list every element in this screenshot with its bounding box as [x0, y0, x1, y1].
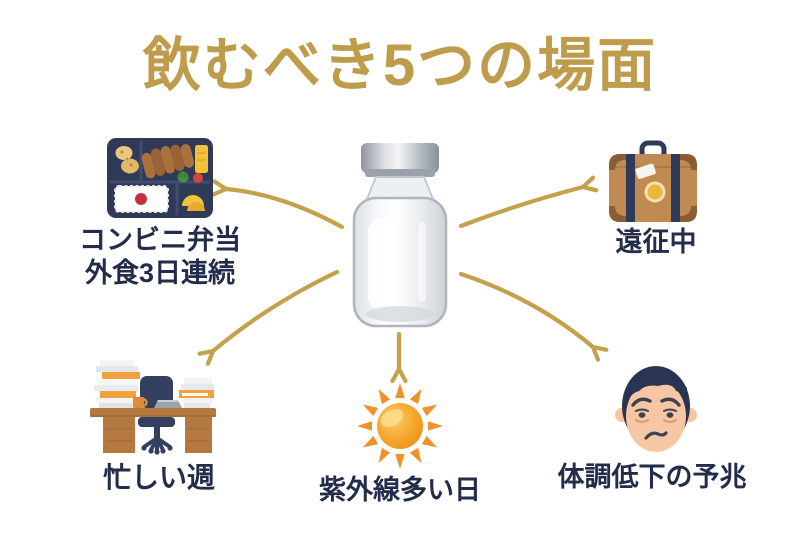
suitcase-graphic [609, 140, 697, 222]
bottle-graphic [352, 143, 448, 328]
label-convenience-bento: コンビニ弁当 外食3日連続 [30, 224, 290, 290]
fringe [626, 370, 687, 408]
mouth [644, 431, 668, 440]
page-title: 飲むべき5つの場面 [142, 33, 658, 98]
label-busy-week: 忙しい週 [102, 462, 215, 493]
broccoli [177, 171, 189, 183]
label-away-trip: 遠征中 [615, 227, 697, 257]
paper-stack-right [179, 378, 214, 408]
sun-icon [352, 380, 448, 472]
supplement-bottle-icon [352, 142, 448, 330]
arrow-to-desk [197, 269, 340, 366]
paper-stack-left [94, 360, 140, 408]
desk-graphic [90, 360, 216, 455]
karaage [115, 146, 139, 174]
face-graphic [615, 366, 697, 452]
rice-compartment [114, 185, 169, 213]
katsu [141, 144, 195, 179]
tomato [193, 173, 203, 183]
bento-box-icon [105, 136, 215, 220]
label-line: 外食3日連続 [84, 258, 236, 289]
pedestal-left [103, 417, 135, 453]
label-line: コンビニ弁当 [79, 225, 241, 255]
arrow-to-suitcase [458, 175, 599, 229]
white-sticker [635, 163, 656, 179]
pickle-wedges [182, 195, 205, 211]
pedestal-right [185, 417, 212, 453]
mug [133, 397, 148, 408]
label-condition-decline: 体調低下の予兆 [557, 462, 747, 492]
chair-base [138, 417, 175, 455]
arrow-to-face [458, 271, 609, 362]
laptop [154, 400, 182, 408]
bento-graphic [107, 138, 213, 218]
eyebrows [631, 397, 681, 407]
desktop [90, 408, 216, 417]
corner-caps [609, 154, 697, 222]
bottle-cap [361, 143, 439, 173]
arrow-to-bento [211, 179, 345, 230]
eye-bags [634, 418, 678, 424]
label-high-uv-day: 紫外線多い日 [319, 475, 481, 505]
office-desk-icon [88, 356, 218, 456]
gold-sticker [644, 181, 666, 203]
tamagoyaki [195, 145, 208, 173]
sun-rays [357, 383, 443, 469]
suitcase-icon [606, 140, 700, 224]
sun-graphic [357, 383, 443, 469]
tired-face-icon [614, 358, 698, 458]
